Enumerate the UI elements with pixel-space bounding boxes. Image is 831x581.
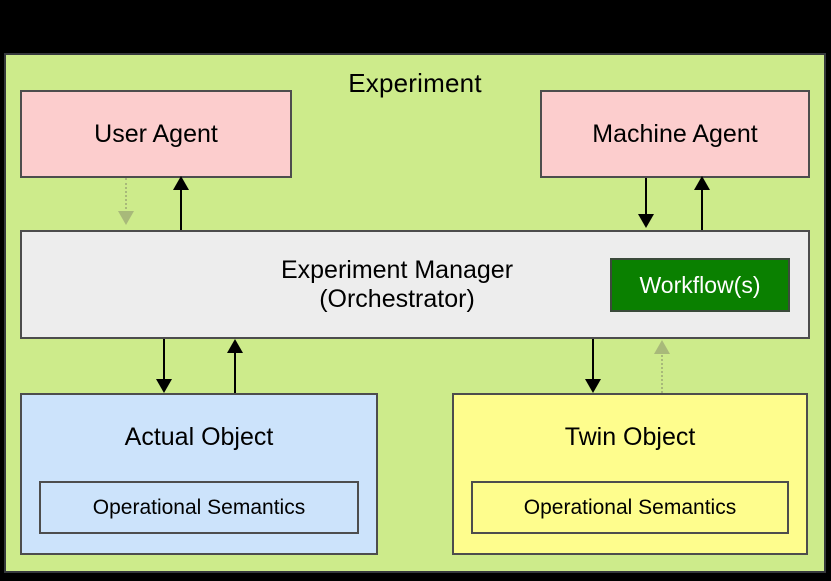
node-workflows-label: Workflow(s) <box>639 271 761 298</box>
node-actual-object-operational-semantics-label: Operational Semantics <box>92 495 306 519</box>
edge-manager-to-user-agent-line <box>180 189 182 230</box>
node-actual-object[interactable]: Actual Object Operational Semantics <box>20 393 378 555</box>
edge-user-agent-to-manager-arrowhead <box>118 211 134 225</box>
node-workflows[interactable]: Workflow(s) <box>610 258 790 312</box>
node-experiment-manager[interactable]: Experiment Manager (Orchestrator) <box>20 230 810 339</box>
edge-manager-to-twin-object-arrowhead <box>585 379 601 393</box>
edge-manager-to-actual-object-line <box>163 339 165 381</box>
node-twin-object[interactable]: Twin Object Operational Semantics <box>452 393 808 555</box>
node-machine-agent-label: Machine Agent <box>592 119 758 148</box>
edge-manager-to-machine-agent-line <box>701 189 703 230</box>
node-machine-agent[interactable]: Machine Agent <box>540 90 810 178</box>
node-twin-object-label: Twin Object <box>564 423 696 451</box>
edge-machine-agent-to-manager-arrowhead <box>638 214 654 228</box>
edge-manager-to-machine-agent-arrowhead <box>694 176 710 190</box>
edge-twin-object-to-manager-arrowhead <box>654 340 670 354</box>
edge-actual-object-to-manager-line <box>234 352 236 393</box>
edge-actual-object-to-manager-arrowhead <box>227 339 243 353</box>
node-actual-object-label: Actual Object <box>124 423 274 451</box>
edge-user-agent-to-manager-line <box>125 178 127 213</box>
edge-manager-to-twin-object-line <box>592 339 594 381</box>
node-twin-object-operational-semantics[interactable]: Operational Semantics <box>471 481 789 534</box>
node-user-agent-label: User Agent <box>94 119 218 148</box>
experiment-title: Experiment <box>348 68 482 98</box>
edge-manager-to-user-agent-arrowhead <box>173 176 189 190</box>
edge-manager-to-actual-object-arrowhead <box>156 379 172 393</box>
node-actual-object-operational-semantics[interactable]: Operational Semantics <box>39 481 359 534</box>
node-user-agent[interactable]: User Agent <box>20 90 292 178</box>
node-twin-object-operational-semantics-label: Operational Semantics <box>523 495 737 519</box>
edge-machine-agent-to-manager-line <box>645 178 647 216</box>
edge-twin-object-to-manager-line <box>661 352 663 393</box>
node-experiment-manager-label: Experiment Manager (Orchestrator) <box>280 255 514 313</box>
